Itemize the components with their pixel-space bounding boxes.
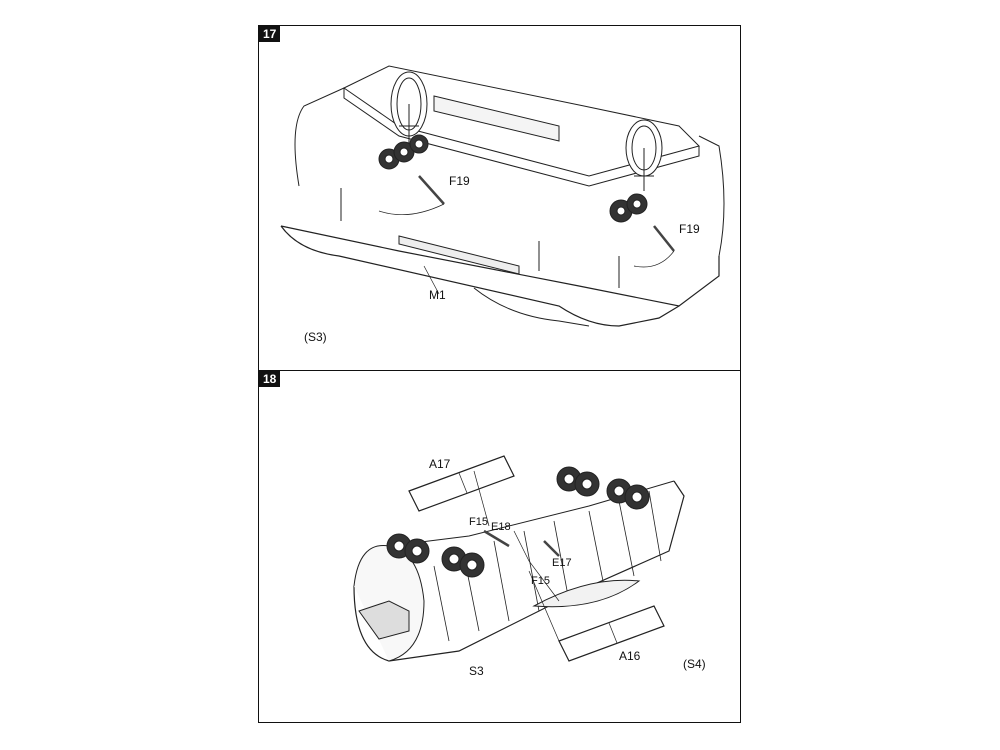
- door-panel-a17: [408, 455, 515, 512]
- cargo-floor-frame: [343, 65, 700, 177]
- part-label-a17: A17: [429, 457, 451, 471]
- part-label-f15-top: F15: [469, 516, 488, 528]
- step-18-panel: 18: [258, 370, 741, 723]
- part-label-m1: M1: [429, 288, 446, 302]
- step-18-illustration: [353, 455, 685, 662]
- subassembly-label-s3: (S3): [304, 330, 327, 344]
- subassembly-label-s3: S3: [469, 664, 484, 678]
- part-label-e17: E17: [552, 557, 572, 569]
- part-label-a16: A16: [619, 649, 641, 663]
- step-17-illustration: [280, 65, 725, 327]
- part-label-f19-left: F19: [449, 174, 470, 188]
- fuselage-lower-half-m1: [280, 225, 720, 307]
- fairing-s4: [532, 579, 641, 608]
- front-landing-gear: [386, 533, 485, 578]
- part-label-f19-right: F19: [679, 222, 700, 236]
- step-17-panel: 17: [258, 25, 741, 371]
- step-number: 17: [259, 26, 281, 42]
- door-panel-a16: [558, 605, 665, 662]
- right-landing-gear: [609, 119, 663, 223]
- subassembly-label-s4: (S4): [683, 657, 706, 671]
- part-label-f15-bottom: F15: [531, 575, 550, 587]
- left-landing-gear: [378, 71, 429, 170]
- rear-landing-gear: [556, 466, 650, 510]
- part-label-e18: E18: [491, 521, 511, 533]
- step-number: 18: [259, 371, 281, 387]
